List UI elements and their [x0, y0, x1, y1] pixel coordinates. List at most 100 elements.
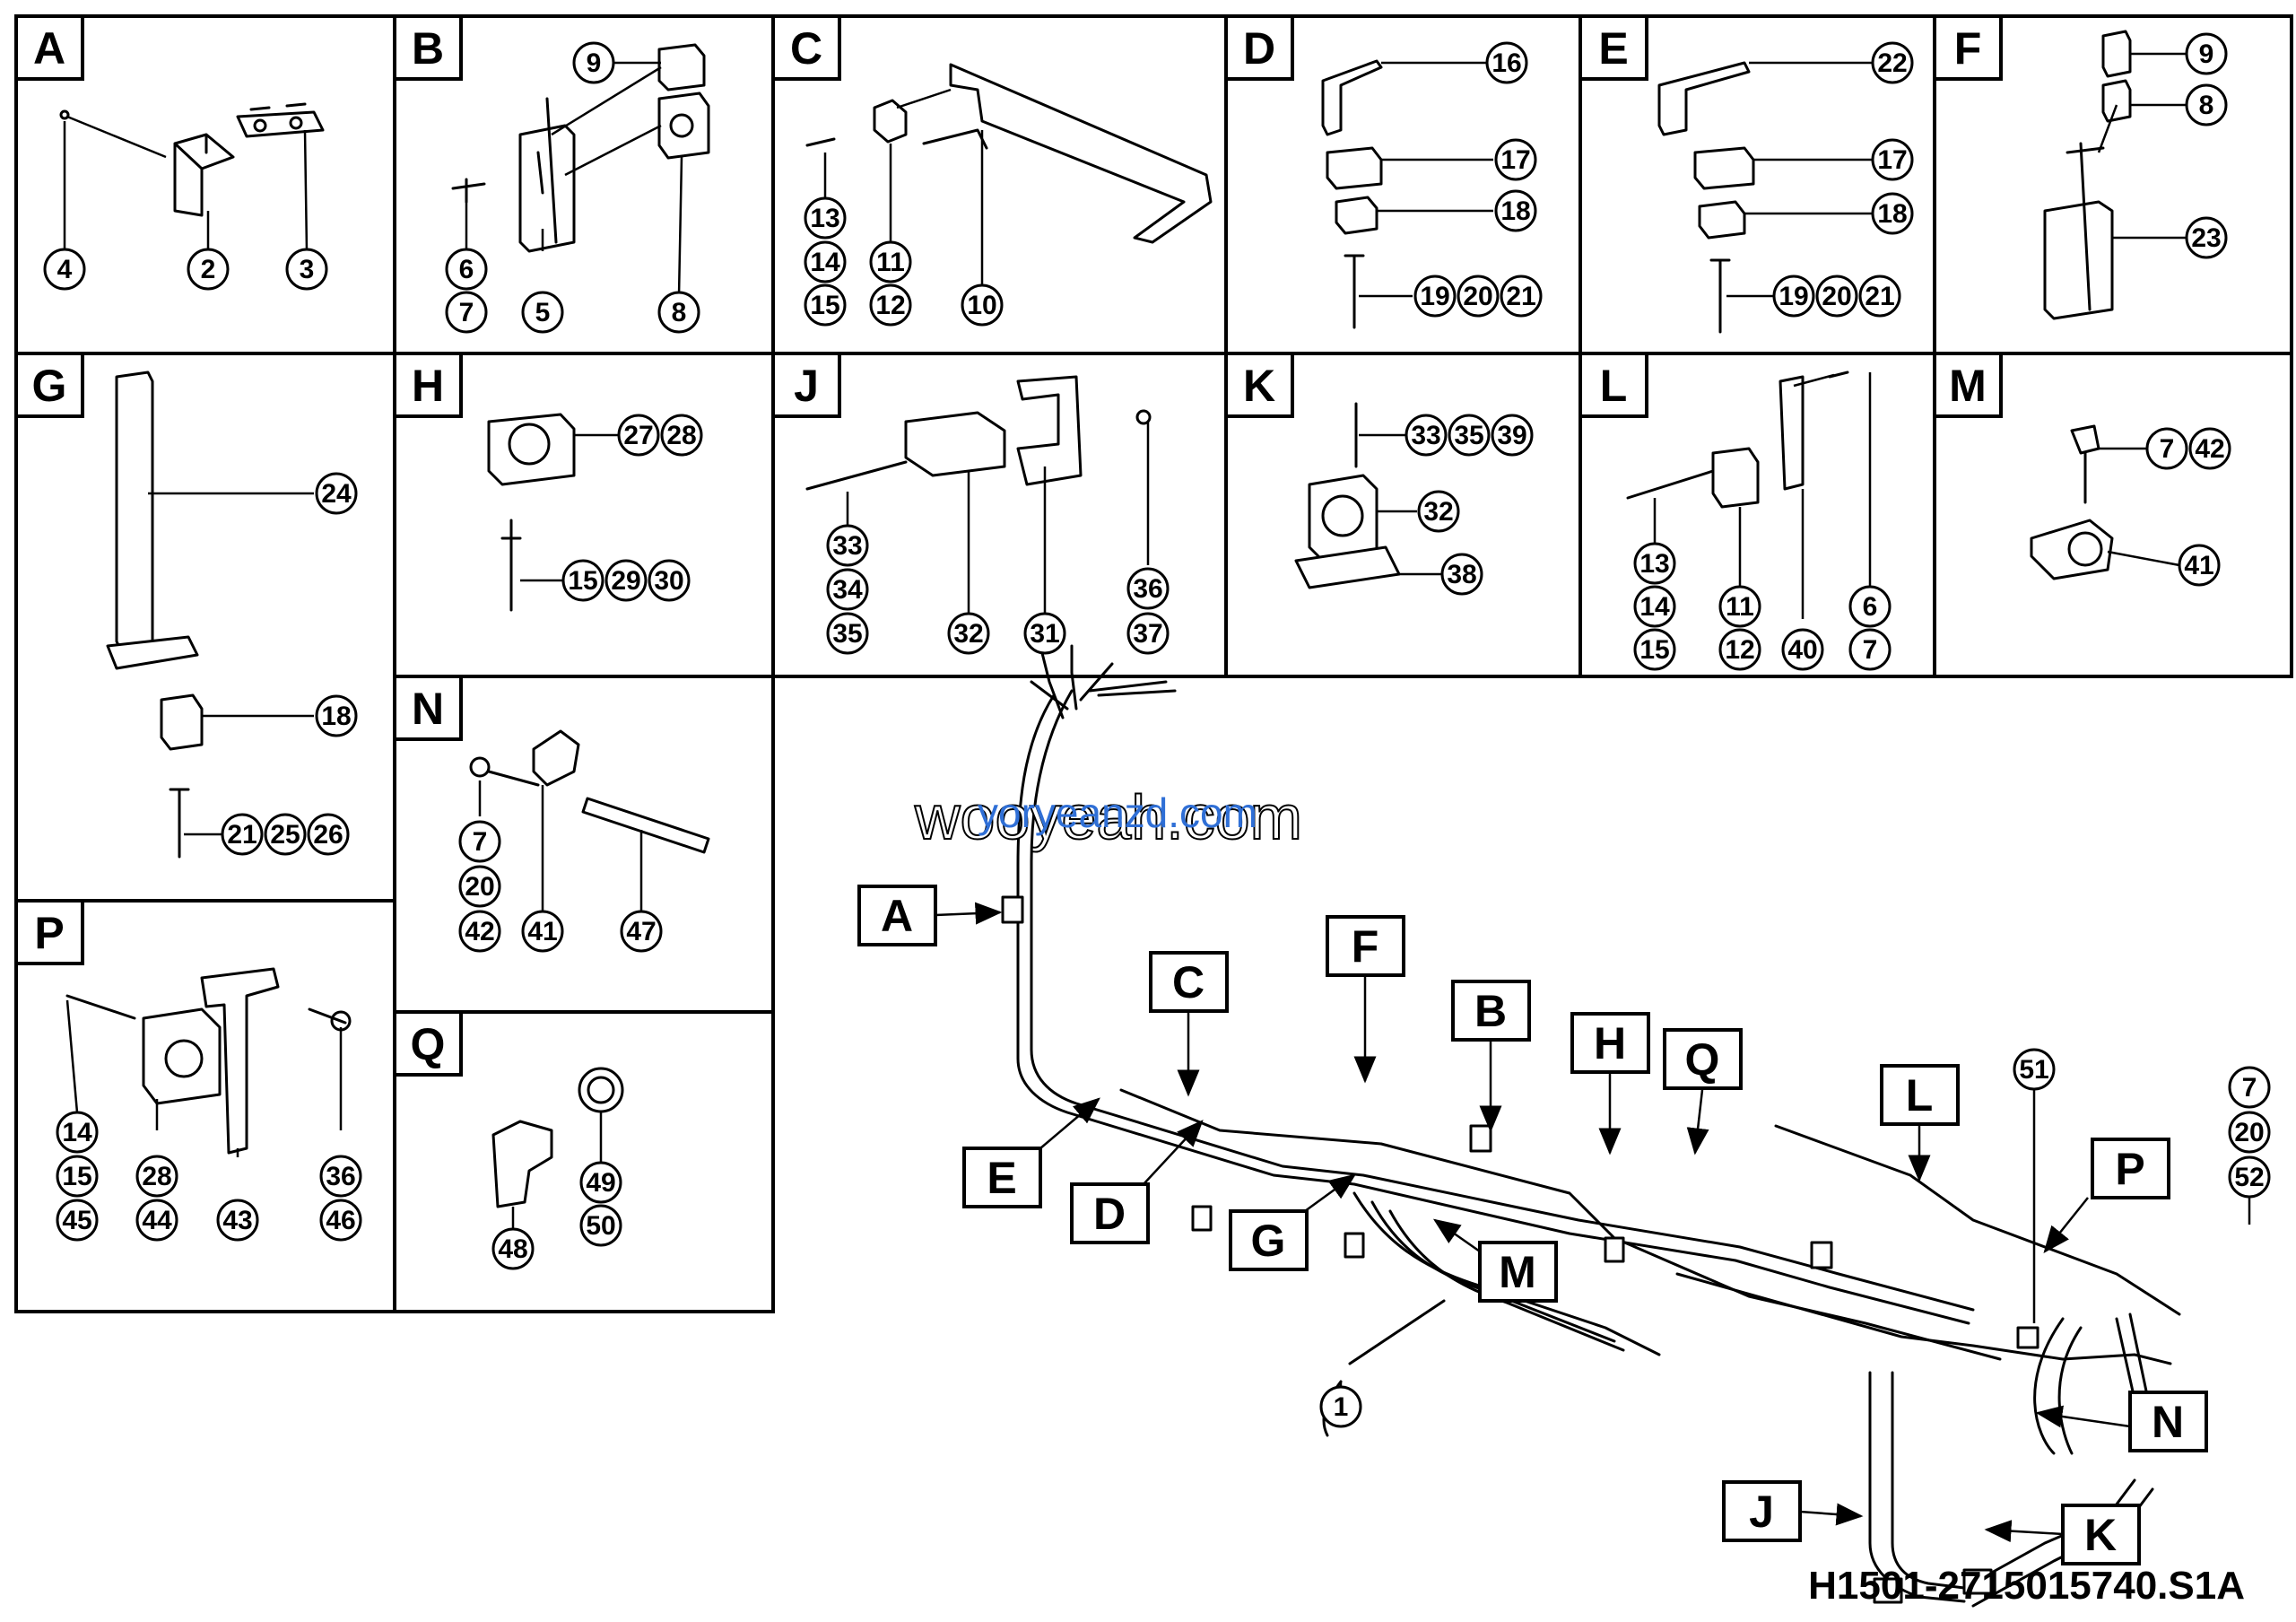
callout-e-0: 22: [1871, 41, 1914, 84]
overview-callout-0: 1: [1319, 1385, 1362, 1428]
callout-p-0-label: 14: [62, 1118, 92, 1147]
callout-b-3-label: 5: [535, 298, 551, 327]
callout-p-6-circle: [319, 1155, 362, 1198]
callout-l-6-label: 6: [1863, 592, 1878, 622]
overview-callout-3-circle: [2228, 1111, 2271, 1154]
callout-h-3-circle: [604, 559, 648, 602]
callout-c-0-label: 13: [810, 204, 839, 233]
callout-d-4-label: 20: [1463, 282, 1492, 311]
callout-p-5-label: 43: [222, 1206, 252, 1235]
callout-b-1-label: 6: [459, 255, 474, 284]
callout-q-0: 48: [491, 1227, 535, 1270]
callout-f-1-circle: [2185, 83, 2228, 126]
callout-a-0-circle: [43, 248, 86, 291]
callout-e-1-circle: [1871, 138, 1914, 181]
callout-e-0-circle: [1871, 41, 1914, 84]
callout-l-5: 40: [1781, 628, 1824, 671]
callout-h-1-circle: [660, 414, 703, 457]
callout-j-1-label: 34: [832, 575, 863, 605]
callout-p-4: 44: [135, 1199, 178, 1242]
callout-m-1: 42: [2188, 427, 2231, 470]
overview-label-f: F: [1326, 915, 1405, 977]
callout-g-2: 21: [221, 813, 264, 856]
callout-g-4-circle: [307, 813, 350, 856]
callout-l-5-circle: [1781, 628, 1824, 671]
callout-g-0-label: 24: [321, 479, 352, 509]
callout-p-1-circle: [56, 1155, 99, 1198]
callout-e-2-circle: [1871, 192, 1914, 235]
callout-p-4-circle: [135, 1199, 178, 1242]
callout-l-3-circle: [1718, 585, 1761, 628]
callout-h-4-circle: [648, 559, 691, 602]
svg-text:L: L: [1906, 1070, 1934, 1121]
callout-h-0: 27: [617, 414, 660, 457]
panel-letter-c: C: [790, 23, 822, 74]
callout-n-0: 7: [458, 820, 501, 863]
callout-q-1: 49: [579, 1161, 622, 1204]
callout-l-2-circle: [1633, 628, 1676, 671]
callout-e-0-label: 22: [1877, 48, 1907, 78]
callout-b-0: 9: [572, 41, 615, 84]
svg-text:Q: Q: [1685, 1034, 1720, 1085]
callout-l-6: 6: [1848, 585, 1892, 628]
overview-label-a: A: [857, 885, 937, 946]
callout-n-1: 20: [458, 865, 501, 908]
callout-j-3-label: 32: [953, 619, 983, 649]
panel-f-parts: [2043, 30, 2132, 320]
callout-q-1-circle: [579, 1161, 622, 1204]
callout-f-2: 23: [2185, 216, 2228, 259]
callout-b-4-circle: [657, 291, 700, 334]
callout-g-0-circle: [315, 472, 358, 515]
callout-j-4: 31: [1023, 612, 1066, 655]
panel-letter-p: P: [34, 908, 64, 958]
panel-l-parts: [1626, 371, 1849, 509]
callout-h-1: 28: [660, 414, 703, 457]
callout-c-3-circle: [869, 240, 912, 283]
callout-g-3: 25: [264, 813, 307, 856]
callout-e-1: 17: [1871, 138, 1914, 181]
callout-k-1-circle: [1448, 414, 1491, 457]
callout-d-1-label: 17: [1500, 145, 1530, 175]
overview-callout-0-label: 1: [1334, 1392, 1349, 1422]
watermark-overlay-text: yoryeanzd.com: [978, 789, 1257, 836]
callout-j-0-circle: [826, 524, 869, 567]
callout-c-5: 10: [961, 283, 1004, 327]
svg-text:G: G: [1251, 1216, 1286, 1266]
overview-callout-4-circle: [2228, 1155, 2271, 1199]
callout-d-0: 16: [1485, 41, 1528, 84]
callout-l-6-circle: [1848, 585, 1892, 628]
callout-k-0-label: 33: [1411, 421, 1440, 450]
overview-callout-3: 20: [2228, 1111, 2271, 1154]
callout-m-2-label: 41: [2184, 551, 2213, 580]
callout-h-0-label: 27: [623, 421, 653, 450]
callout-h-0-circle: [617, 414, 660, 457]
callout-j-6: 37: [1126, 612, 1170, 655]
panel-letter-l: L: [1600, 361, 1628, 411]
callout-k-4-circle: [1440, 553, 1483, 596]
callout-e-4-label: 20: [1822, 282, 1851, 311]
callout-e-3-label: 19: [1779, 282, 1808, 311]
callout-c-0-circle: [804, 196, 847, 240]
callout-f-1-label: 8: [2199, 91, 2214, 120]
callout-a-0-label: 4: [57, 255, 73, 284]
callout-l-5-label: 40: [1787, 635, 1817, 665]
panel-f-letter: F: [1933, 14, 2003, 81]
svg-text:K: K: [2084, 1510, 2117, 1560]
callout-c-3: 11: [869, 240, 912, 283]
svg-text:B: B: [1474, 986, 1507, 1036]
panel-letter-e: E: [1598, 23, 1628, 74]
callout-l-7: 7: [1848, 628, 1892, 671]
callout-p-6-label: 36: [326, 1162, 355, 1191]
panel-letter-k: K: [1243, 361, 1275, 411]
callout-e-3: 19: [1772, 275, 1815, 318]
callout-n-4-circle: [620, 910, 663, 953]
callout-d-1-circle: [1494, 138, 1537, 181]
callout-d-1: 17: [1494, 138, 1537, 181]
callout-k-1-label: 35: [1454, 421, 1483, 450]
callout-m-1-label: 42: [2195, 434, 2224, 464]
panel-letter-n: N: [412, 684, 444, 734]
callout-d-0-circle: [1485, 41, 1528, 84]
svg-text:J: J: [1749, 1487, 1774, 1537]
callout-c-1-label: 14: [810, 248, 840, 277]
